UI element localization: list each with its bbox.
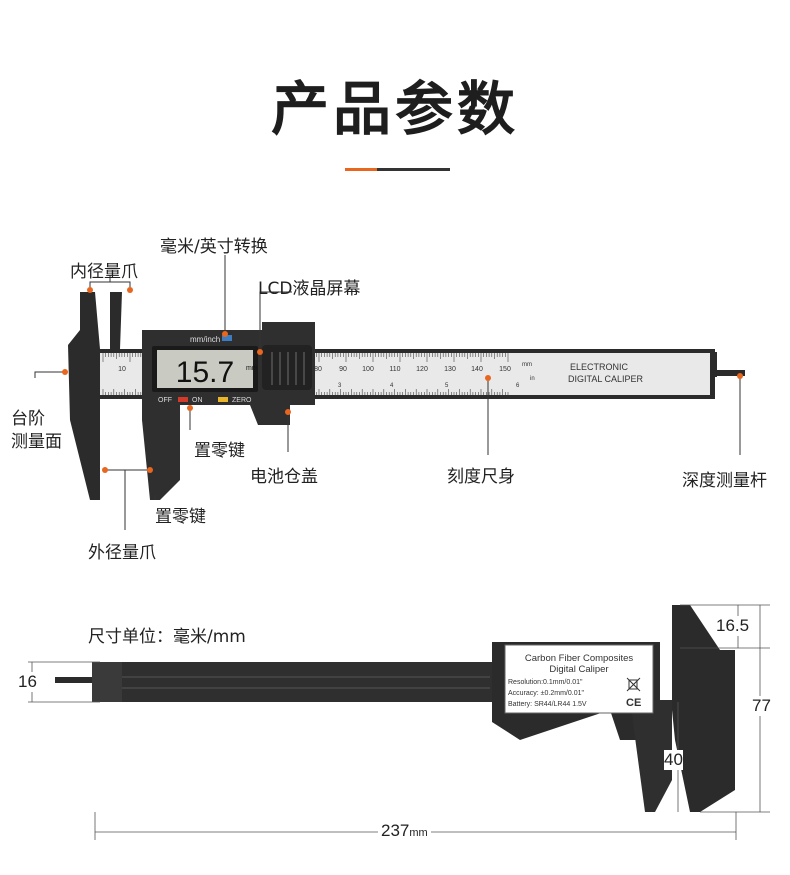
scale-unit-mm: mm	[522, 362, 532, 368]
label-depth-rod: 深度测量杆	[682, 471, 767, 491]
on-label: ON	[192, 397, 203, 404]
dim-jaw: 40	[664, 750, 683, 770]
dim-top: 16.5	[716, 616, 750, 636]
inch-number: 5	[445, 383, 449, 389]
caliper-bottom: Carbon Fiber Composites Digital Caliper …	[55, 605, 735, 812]
lcd-unit: mm	[246, 365, 258, 372]
label-outer-jaw: 外径量爪	[88, 543, 156, 563]
dim-height: 77	[752, 696, 771, 716]
title-underline	[345, 168, 450, 171]
zero-label: ZERO	[232, 397, 252, 404]
ce-mark: CE	[626, 697, 641, 709]
inch-number: 6	[516, 383, 520, 389]
battery-cover	[262, 345, 312, 390]
outer-jaw-bottom	[630, 700, 672, 812]
scale-number: 150	[499, 366, 511, 373]
scale-number: 120	[416, 366, 428, 373]
dim-length-unit: mm	[409, 827, 428, 839]
lcd-screen	[157, 350, 253, 388]
label-zero-key-1: 置零键	[194, 441, 245, 461]
label-unit-switch: 毫米/英寸转换	[160, 237, 268, 257]
inch-number: 3	[338, 383, 342, 389]
beam-bottom	[92, 662, 512, 702]
scale-number: 100	[362, 366, 374, 373]
label-zero-key-2: 置零键	[155, 507, 206, 527]
depth-rod-bottom	[55, 677, 100, 683]
unit-note: 尺寸单位：毫米/mm	[88, 627, 246, 647]
plate-line-1: Carbon Fiber Composites	[525, 653, 633, 664]
off-label: OFF	[158, 397, 172, 404]
scale-number: 140	[471, 366, 483, 373]
label-inner-jaw: 内径量爪	[70, 262, 138, 282]
label-scale-body: 刻度尺身	[447, 467, 515, 487]
scale-unit-in: in	[530, 376, 535, 382]
callout-lines	[34, 255, 741, 530]
plate-line-4: Accuracy: ±0.2mm/0.01"	[508, 690, 584, 697]
plate-line-5: Battery: SR44/LR44 1.5V	[508, 701, 587, 708]
scale-numbers: 10 80 90 100 110 120 130 140 150 3 4 5 6	[118, 366, 520, 389]
unit-switch-button[interactable]	[222, 335, 232, 341]
page-title: 产品参数	[270, 75, 519, 143]
title-underline-accent	[345, 168, 377, 171]
off-button[interactable]	[178, 397, 188, 402]
inch-number: 4	[390, 383, 394, 389]
brand-line-1: ELECTRONIC	[570, 362, 629, 372]
brand-line-2: DIGITAL CALIPER	[568, 374, 644, 384]
label-step: 台阶 测量面	[11, 409, 62, 452]
caliper-top: 15.7 mm mm/inch OFF ON ZERO ELECTRONIC D…	[68, 292, 745, 500]
inner-jaw	[110, 292, 122, 349]
dim-width: 16	[18, 672, 37, 692]
scale-number: 130	[444, 366, 456, 373]
scale-number: 90	[339, 366, 347, 373]
unit-switch-label: mm/inch	[190, 335, 220, 344]
dim-length: 237mm	[378, 821, 431, 841]
label-lcd: LCD液晶屏幕	[258, 279, 361, 299]
zero-button[interactable]	[218, 397, 228, 402]
fixed-jaw-bottom	[672, 605, 735, 812]
scale-number: 80	[314, 366, 322, 373]
callout-dots	[62, 287, 743, 473]
dim-length-value: 237	[381, 821, 410, 840]
fixed-jaw	[68, 292, 100, 500]
recycle-bin-icon	[626, 677, 641, 692]
lcd-reading: 15.7	[176, 356, 234, 389]
plate-line-3: Resolution:0.1mm/0.01"	[508, 679, 583, 686]
plate-line-2: Digital Caliper	[549, 664, 608, 675]
depth-rod	[713, 370, 745, 376]
scale-number: 10	[118, 366, 126, 373]
label-battery-cover: 电池仓盖	[250, 467, 318, 487]
scale-number: 110	[389, 366, 400, 373]
